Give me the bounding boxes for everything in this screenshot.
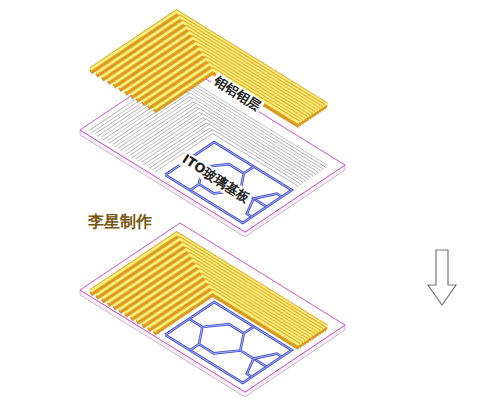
ito-pattern [190,344,199,350]
mo-al-mo-trace [154,69,299,123]
down-arrow [428,250,456,305]
glass-plate [80,223,345,392]
ito-highlight [247,359,254,377]
trace-side [154,72,299,126]
assembled-panel [80,223,345,397]
trace-outline [154,291,299,345]
ito-highlight [165,142,292,223]
author-credit: 李星制作 [86,212,154,231]
ito-highlight [254,354,282,359]
trace-side [143,284,305,345]
ito-pattern [244,167,254,174]
ito-pattern [165,142,292,223]
trace-outline [154,69,299,123]
ito-pattern [254,354,282,359]
ito-pattern [244,327,254,334]
blank-tag [6,12,92,40]
ito-highlight [244,167,254,174]
ito-pattern [190,184,199,190]
ito-highlight [254,194,282,199]
ito-pattern [247,359,254,377]
metal-layer [91,12,327,126]
ito-pattern [202,324,243,350]
ito-highlight [190,184,199,190]
ito-highlight [244,327,254,334]
ito-pattern [254,194,282,199]
mo-al-mo-trace [154,291,299,345]
ito-highlight [202,324,243,350]
trace-side [143,62,305,123]
ito-highlight [190,344,199,350]
